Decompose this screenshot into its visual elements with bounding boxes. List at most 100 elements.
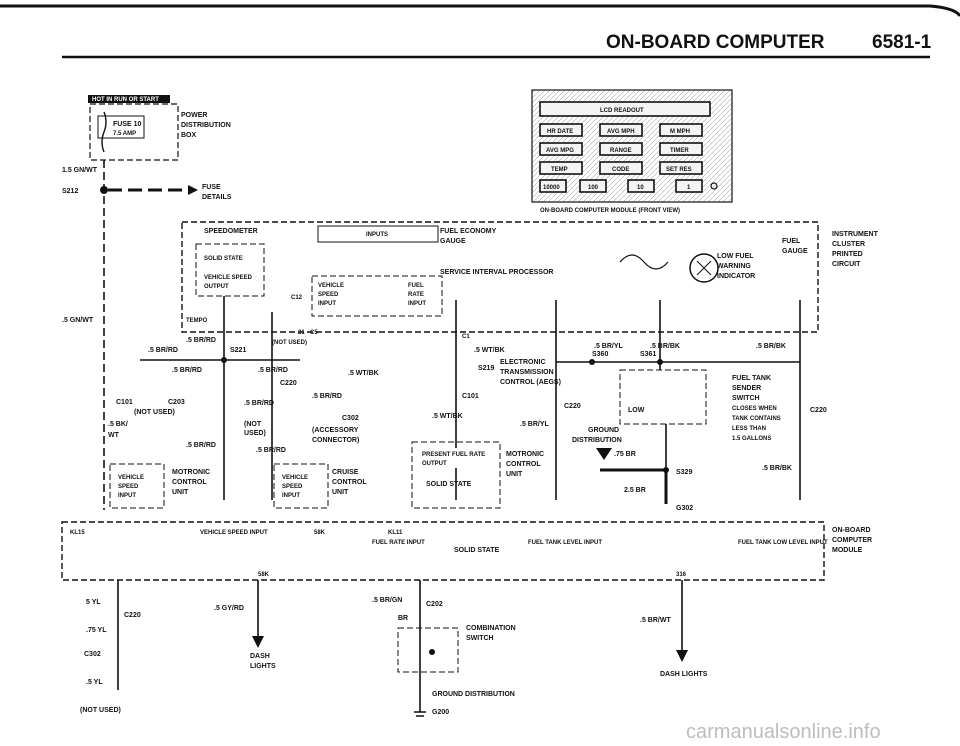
display-buttons: HR DATE AVG MPH M MPH AVG MPG RANGE TIME… bbox=[539, 123, 718, 193]
cruise-label-3: UNIT bbox=[332, 489, 349, 496]
cluster-label-3: PRINTED bbox=[832, 251, 863, 258]
wire-5-yl-b: .5 YL bbox=[86, 679, 103, 686]
splice-s212: S212 bbox=[62, 188, 78, 195]
power-label-2: DISTRIBUTION bbox=[181, 122, 231, 129]
fuel-gauge-label-2: GAUGE bbox=[782, 248, 808, 255]
tempo-label: TEMPO bbox=[186, 318, 208, 324]
ground-arrow-icon bbox=[596, 448, 612, 460]
dash-label-2: LIGHTS bbox=[250, 663, 276, 670]
wire-br-rd-1: .5 BR/RD bbox=[186, 337, 216, 344]
fuel-gauge-label-1: FUEL bbox=[782, 238, 801, 245]
btn-code[interactable] bbox=[599, 161, 643, 175]
connector-c101: C101 bbox=[116, 399, 133, 406]
wire-br-rd-2: .5 BR/RD bbox=[148, 347, 178, 354]
dash-lights-label: DASH LIGHTS bbox=[660, 671, 708, 678]
splice-s219: S219 bbox=[478, 365, 494, 372]
wire-wt-bk-1: .5 WT/BK bbox=[348, 370, 379, 377]
distribution-label: DISTRIBUTION bbox=[572, 437, 622, 444]
arrow-dash-lights-icon bbox=[676, 650, 688, 662]
wire-br-yl-2: .5 BR/YL bbox=[594, 343, 624, 350]
wire-br-bk-2: .5 BR/BK bbox=[756, 343, 786, 350]
wire-label: 1.5 GN/WT bbox=[62, 167, 98, 174]
module-solid-state: SOLID STATE bbox=[454, 547, 500, 554]
btn-10-label: 10 bbox=[637, 185, 644, 191]
btn-100-label: 100 bbox=[588, 185, 599, 191]
fuse-amp: 7.5 AMP bbox=[113, 131, 136, 137]
wire-br-rd-3: .5 BR/RD bbox=[172, 367, 202, 374]
btn-100[interactable] bbox=[579, 179, 607, 193]
btn-timer[interactable] bbox=[659, 142, 703, 156]
ground-g200: G200 bbox=[432, 709, 449, 716]
ground-label: GROUND bbox=[588, 427, 619, 434]
connector-c302-bottom: C302 bbox=[84, 651, 101, 658]
btn-10000[interactable] bbox=[539, 179, 567, 193]
bottom-section: 5 YL C220 .75 YL C302 .5 YL (NOT USED) .… bbox=[80, 580, 708, 717]
wire-75-br: .75 BR bbox=[614, 451, 636, 458]
btn-avg-mpg[interactable] bbox=[539, 142, 583, 156]
speedometer-label: SPEEDOMETER bbox=[204, 228, 258, 235]
not-used-bottom: (NOT USED) bbox=[80, 707, 121, 714]
btn-m-mph[interactable] bbox=[659, 123, 703, 137]
fuel-tank-label-5: TANK CONTAINS bbox=[732, 416, 781, 422]
wire-gy-rd: .5 GY/RD bbox=[214, 605, 244, 612]
module-label-1: ON-BOARD bbox=[832, 527, 871, 534]
fuel-tank-label-4: CLOSES WHEN bbox=[732, 406, 777, 412]
fri-label-1: FUEL bbox=[408, 283, 424, 289]
btn-1[interactable] bbox=[675, 179, 703, 193]
btn-temp-label: TEMP bbox=[551, 167, 568, 173]
wire-br-wt: .5 BR/WT bbox=[640, 617, 671, 624]
wire-br-rd-7: .5 BR/RD bbox=[312, 393, 342, 400]
wire-br-rd-8: .5 BR/RD bbox=[256, 447, 286, 454]
vsi-a-1: VEHICLE bbox=[118, 475, 144, 481]
btn-1-label: 1 bbox=[687, 185, 691, 191]
btn-m-mph-label: M MPH bbox=[670, 129, 690, 135]
btn-avg-mph-label: AVG MPH bbox=[607, 129, 635, 135]
btn-hr-date[interactable] bbox=[539, 123, 583, 137]
page-number: 6581-1 bbox=[872, 32, 932, 53]
page-title: ON-BOARD COMPUTER bbox=[606, 32, 825, 53]
wire-bk-wt: .5 BK/ bbox=[108, 421, 128, 428]
wire-br-bk-3: .5 BR/BK bbox=[762, 465, 792, 472]
wire-5-yl: 5 YL bbox=[86, 599, 101, 606]
splice-s361: S361 bbox=[640, 351, 656, 358]
fri-label-2: RATE bbox=[408, 292, 424, 298]
btn-avg-mpg-label: AVG MPG bbox=[546, 148, 574, 154]
connector-c302-mid: C302 bbox=[342, 415, 359, 422]
btn-timer-label: TIMER bbox=[670, 148, 689, 154]
fuse-name: FUSE 10 bbox=[113, 121, 142, 128]
btn-set-res-label: SET RES bbox=[666, 167, 692, 173]
fuel-tank-label-1: FUEL TANK bbox=[732, 375, 771, 382]
ecu-label-1: ELECTRONIC bbox=[500, 359, 546, 366]
btn-range-label: RANGE bbox=[610, 148, 632, 154]
btn-temp[interactable] bbox=[539, 161, 583, 175]
splice-s221: S221 bbox=[230, 347, 246, 354]
c12-label: C12 bbox=[291, 295, 303, 301]
motronic-b-3: UNIT bbox=[506, 471, 523, 478]
knob-icon bbox=[710, 182, 718, 190]
fuel-tank-label-3: SWITCH bbox=[732, 395, 760, 402]
btn-set-res[interactable] bbox=[659, 161, 703, 175]
btn-avg-mph[interactable] bbox=[599, 123, 643, 137]
pin-58k-b: 58K bbox=[258, 572, 270, 578]
btn-code-label: CODE bbox=[612, 167, 629, 173]
page-header: ON-BOARD COMPUTER 6581-1 bbox=[0, 4, 960, 59]
cluster-label-1: INSTRUMENT bbox=[832, 231, 879, 238]
btn-range[interactable] bbox=[599, 142, 643, 156]
sip-label: SERVICE INTERVAL PROCESSOR bbox=[440, 269, 553, 276]
front-view-caption: ON-BOARD COMPUTER MODULE (FRONT VIEW) bbox=[540, 208, 680, 214]
watermark: carmanualsonline.info bbox=[686, 721, 881, 743]
connector-c5: C5 bbox=[310, 330, 318, 336]
accessory-label-2: CONNECTOR) bbox=[312, 437, 359, 444]
low-fuel-label-1: LOW FUEL bbox=[717, 253, 754, 260]
vsi-b-2: SPEED bbox=[282, 484, 303, 490]
btn-10[interactable] bbox=[627, 179, 655, 193]
fuse-icon bbox=[101, 111, 107, 153]
dash-label-1: DASH bbox=[250, 653, 270, 660]
computer-module: KL15 VEHICLE SPEED INPUT 58K KL11 FUEL R… bbox=[61, 521, 872, 581]
wire-wt-bk-2: .5 WT/BK bbox=[474, 347, 505, 354]
btn-10000-label: 10000 bbox=[543, 185, 560, 191]
cluster-connectors: 21 C5 (NOT USED) C1 bbox=[223, 296, 801, 500]
vsi-label-3: INPUT bbox=[318, 301, 336, 307]
motronic-b-1: MOTRONIC bbox=[506, 451, 544, 458]
